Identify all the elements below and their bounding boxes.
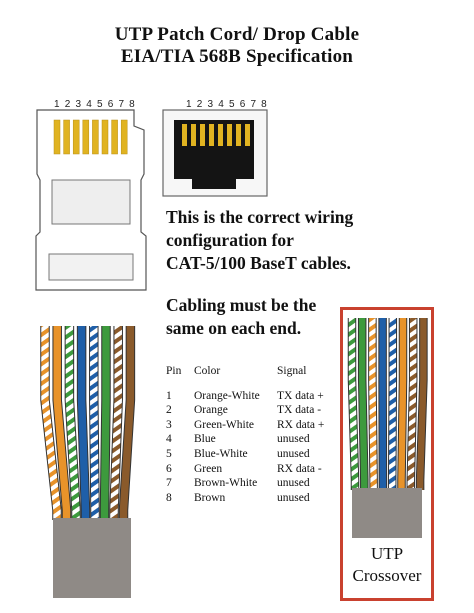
title-line-2: EIA/TIA 568B Specification xyxy=(120,46,354,67)
pin-cell: 4 xyxy=(166,433,172,446)
pin-column: Pin 1 2 3 4 5 6 7 8 xyxy=(166,364,181,505)
jack-contact xyxy=(227,124,232,146)
plug-contact xyxy=(120,119,128,155)
color-cell: Orange-White xyxy=(194,389,260,402)
crossover-label-line-2: Crossover xyxy=(352,566,422,585)
color-header: Color xyxy=(194,365,221,377)
color-cell: Orange xyxy=(194,404,228,417)
solid-wire xyxy=(100,326,110,520)
signal-cell: unused xyxy=(277,447,310,460)
pin-cell: 2 xyxy=(166,404,172,417)
description-line-1: This is the correct wiring xyxy=(166,207,354,227)
color-cell: Blue xyxy=(194,433,216,446)
striped-wire xyxy=(388,318,397,490)
color-cell: Brown-White xyxy=(194,477,258,490)
rj45-jack-illustration xyxy=(162,109,268,197)
solid-wire xyxy=(53,326,71,520)
color-cell: Green xyxy=(194,462,223,475)
plug-contact xyxy=(92,119,99,155)
pin-cell: 6 xyxy=(166,462,172,475)
description-line-4: Cabling must be the xyxy=(166,295,317,315)
signal-cell: unused xyxy=(277,491,310,504)
signal-cell: TX data + xyxy=(277,389,324,402)
plug-contact xyxy=(111,119,118,155)
description-line-3: CAT-5/100 BaseT cables. xyxy=(166,253,351,273)
rj45-plug-illustration xyxy=(35,109,147,291)
solid-wire xyxy=(416,318,427,490)
plug-contact xyxy=(72,119,80,155)
striped-wire xyxy=(110,326,122,520)
pin-header: Pin xyxy=(166,365,182,377)
jack-contact xyxy=(245,124,250,146)
color-column: Color Orange-White Orange Green-White Bl… xyxy=(194,364,260,505)
signal-cell: unused xyxy=(277,433,310,446)
plug-contact xyxy=(63,119,70,155)
pin-cell: 5 xyxy=(166,447,172,460)
jack-contact xyxy=(218,124,223,146)
pin-cell: 3 xyxy=(166,418,172,431)
signal-cell: unused xyxy=(277,477,310,490)
straight-cable-illustration xyxy=(40,326,136,598)
solid-wire xyxy=(77,326,90,520)
solid-wire xyxy=(398,318,407,490)
crossover-label-line-1: UTP xyxy=(370,544,404,563)
crossover-cable-illustration xyxy=(347,318,428,538)
title-line-1: UTP Patch Cord/ Drop Cable xyxy=(114,24,360,45)
plug-contact xyxy=(53,119,61,155)
jack-gold-contacts xyxy=(182,124,250,146)
plug-contact xyxy=(101,119,109,155)
plug-contact xyxy=(82,119,90,155)
solid-wire xyxy=(119,326,135,520)
signal-header: Signal xyxy=(277,365,307,377)
pin-cell: 7 xyxy=(166,477,172,490)
pin-cell: 1 xyxy=(166,389,172,402)
striped-wire xyxy=(65,326,80,520)
plug-gold-contacts xyxy=(53,119,128,155)
jack-contact xyxy=(236,124,241,146)
solid-wire xyxy=(358,318,368,490)
description-line-2: configuration for xyxy=(166,230,294,250)
striped-wire xyxy=(41,326,61,520)
signal-cell: TX data - xyxy=(277,404,322,417)
signal-cell: RX data + xyxy=(277,418,325,431)
description-line-5: same on each end. xyxy=(166,318,302,338)
pin-cell: 8 xyxy=(166,491,172,504)
jack-contact xyxy=(209,124,214,146)
color-cell: Green-White xyxy=(194,418,255,431)
crossover-highlight-box xyxy=(340,307,434,601)
striped-wire xyxy=(407,318,417,490)
signal-column: Signal TX data + TX data - RX data + unu… xyxy=(277,364,324,505)
jack-contact xyxy=(200,124,205,146)
jack-pin-numbers: 1 2 3 4 5 6 7 8 xyxy=(186,99,268,110)
jack-contact xyxy=(182,124,187,146)
jack-contact xyxy=(191,124,196,146)
striped-wire xyxy=(369,318,377,490)
color-cell: Brown xyxy=(194,491,226,504)
signal-cell: RX data - xyxy=(277,462,322,475)
striped-wire xyxy=(348,318,359,490)
striped-wire xyxy=(90,326,99,520)
plug-pin-numbers: 1 2 3 4 5 6 7 8 xyxy=(54,99,136,110)
color-cell: Blue-White xyxy=(194,447,248,460)
